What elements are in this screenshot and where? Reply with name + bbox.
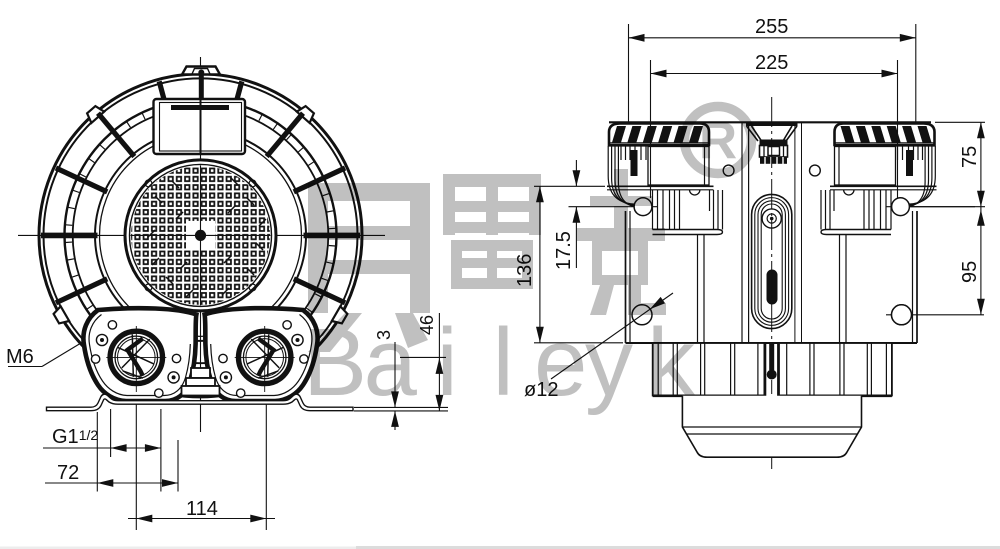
- svg-text:95: 95: [959, 261, 981, 283]
- svg-text:l: l: [493, 309, 514, 416]
- svg-text:17.5: 17.5: [553, 231, 575, 270]
- svg-text:B: B: [303, 309, 367, 416]
- svg-text:k: k: [647, 309, 696, 416]
- svg-text:e: e: [534, 309, 587, 416]
- svg-text:i: i: [437, 309, 458, 416]
- svg-text:ø12: ø12: [524, 379, 558, 401]
- svg-text:y: y: [585, 309, 633, 416]
- svg-text:255: 255: [755, 16, 788, 38]
- svg-text:75: 75: [959, 146, 981, 168]
- svg-text:G11/2: G11/2: [52, 426, 98, 448]
- svg-text:M6: M6: [6, 346, 34, 368]
- svg-text:72: 72: [57, 462, 79, 484]
- svg-text:114: 114: [186, 498, 218, 520]
- svg-text:R: R: [699, 112, 737, 171]
- svg-text:a: a: [364, 309, 418, 416]
- svg-text:3: 3: [374, 330, 394, 340]
- svg-text:225: 225: [755, 52, 788, 74]
